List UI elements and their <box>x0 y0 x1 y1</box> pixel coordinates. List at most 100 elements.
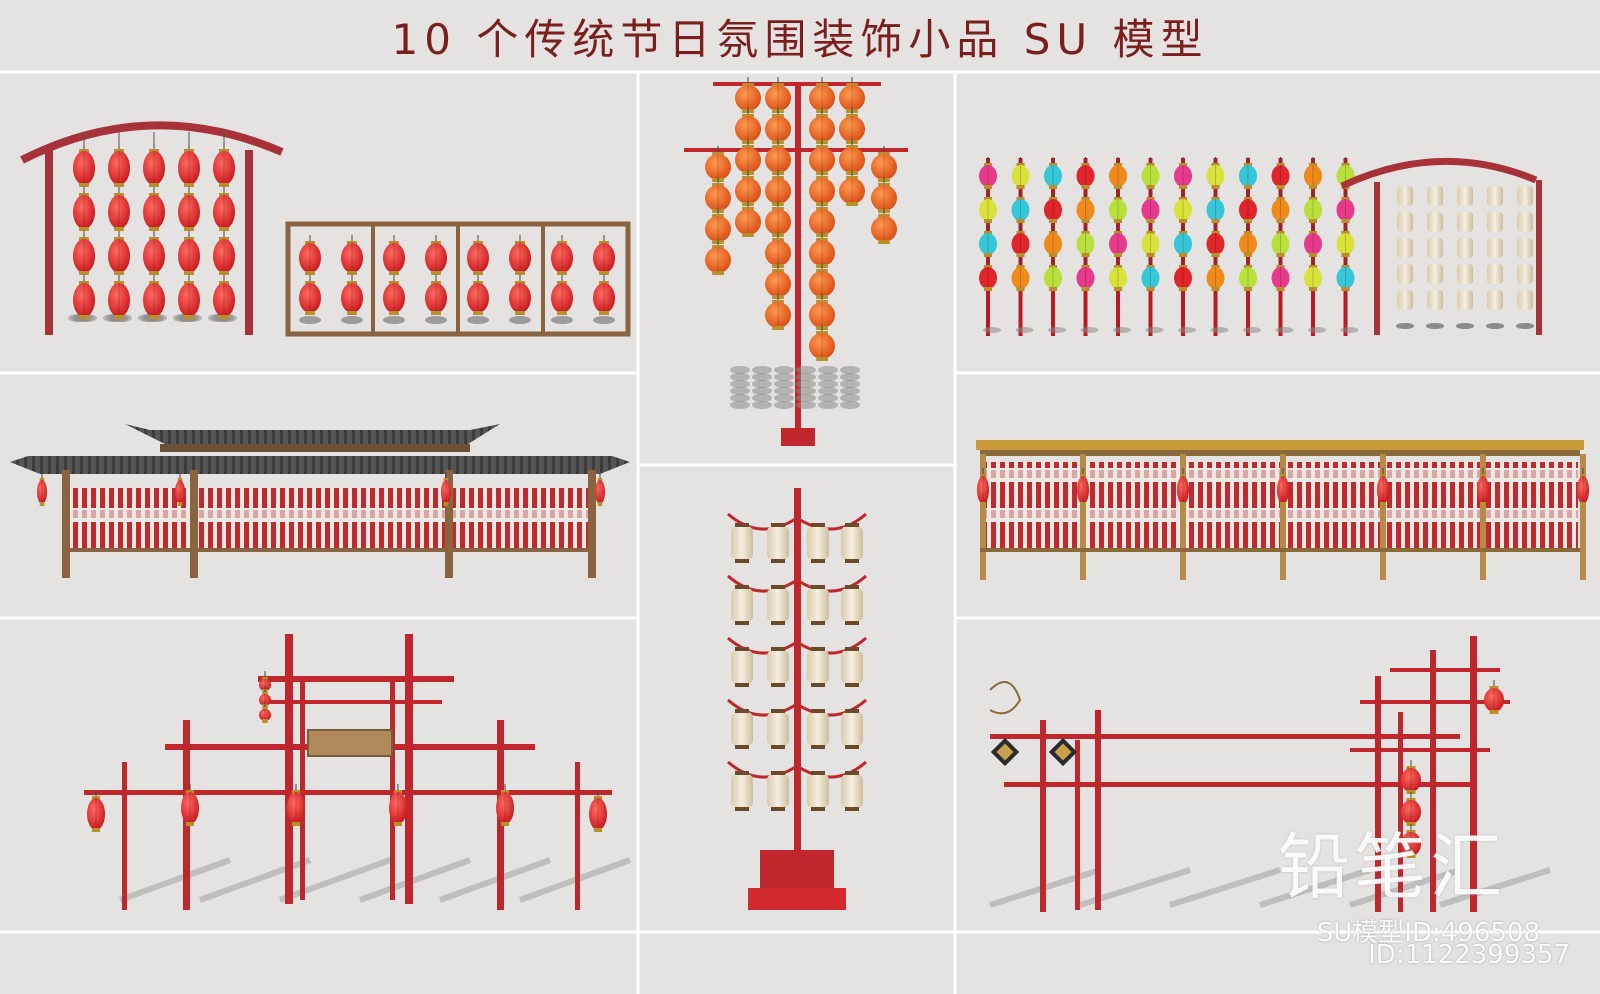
red-lantern-icon <box>73 275 95 319</box>
red-lantern-icon <box>1177 468 1189 506</box>
red-lantern-icon <box>73 231 95 275</box>
orange-lantern-icon <box>809 139 835 175</box>
shadow <box>118 857 232 903</box>
gate-post <box>405 634 413 904</box>
red-lantern-icon <box>551 275 573 315</box>
red-lantern-icon <box>496 784 514 826</box>
colorful-lantern-icon <box>1304 225 1322 257</box>
colorful-lantern-icon <box>979 225 997 257</box>
red-lantern-icon <box>1377 468 1389 506</box>
watermark-logo: 铅笔汇 <box>1278 825 1507 909</box>
shadow <box>730 380 750 388</box>
colorful-lantern-icon <box>1239 157 1257 189</box>
colorful-lantern-icon <box>1174 259 1192 291</box>
colorful-lantern-icon <box>1011 157 1030 189</box>
palace-lantern-icon <box>807 712 829 746</box>
shadow <box>341 316 363 324</box>
shadow <box>818 394 838 402</box>
orange-lantern-icon <box>809 232 835 268</box>
shadow <box>752 366 772 374</box>
shadow <box>1426 323 1444 329</box>
palace-lantern-icon <box>731 774 753 808</box>
corridor-post <box>1430 650 1436 912</box>
colorful-lantern-icon <box>1174 191 1192 223</box>
colorful-lantern-icon <box>1044 259 1062 291</box>
watermark-model-id: SU模型ID:496508 <box>1316 918 1540 948</box>
red-lantern-icon <box>181 784 199 826</box>
orange-lantern-icon <box>809 263 835 299</box>
branch-left <box>727 636 798 655</box>
cream-lantern-icon <box>1427 290 1443 310</box>
shadow <box>1308 327 1326 333</box>
orange-lantern-tree <box>684 77 908 446</box>
palace-lantern-icon <box>731 526 753 560</box>
cream-lantern-icon <box>1457 290 1473 310</box>
red-lantern-icon <box>108 275 130 319</box>
colorful-lantern-icon <box>1271 157 1290 189</box>
shadow <box>438 857 552 903</box>
red-lantern-icon <box>551 235 573 275</box>
shadow <box>840 366 860 374</box>
shadow <box>1210 327 1229 333</box>
tree-trunk <box>795 84 801 439</box>
shadow <box>299 316 321 324</box>
hanging-sign-icon <box>990 737 1020 767</box>
orange-lantern-icon <box>809 108 835 144</box>
red-lantern-icon <box>1401 760 1421 794</box>
frame-divider <box>371 224 375 334</box>
orange-lantern-icon <box>735 170 761 206</box>
shadow <box>840 373 860 381</box>
red-lantern-icon <box>287 784 305 826</box>
orange-lantern-icon <box>839 108 865 144</box>
red-lantern-icon <box>467 235 489 275</box>
colorful-lantern-icon <box>1141 191 1160 223</box>
branch-left <box>727 574 798 593</box>
red-lantern-icon <box>425 275 447 315</box>
frame-divider <box>541 224 545 334</box>
shadow <box>730 366 750 374</box>
wall-post <box>1180 454 1186 580</box>
red-lantern-icon <box>87 790 105 832</box>
corridor-post <box>1075 740 1080 910</box>
palace-lantern-icon <box>841 526 863 560</box>
shadow <box>818 373 838 381</box>
colorful-lantern-icon <box>1304 157 1322 189</box>
corridor-beam <box>990 734 1460 739</box>
orange-lantern-icon <box>765 108 791 144</box>
cream-lantern-icon <box>1487 238 1503 258</box>
orange-lantern-icon <box>705 208 731 244</box>
cream-lantern-icon <box>1487 212 1503 232</box>
shadow <box>1456 323 1474 329</box>
wall-bottom-rail <box>980 548 1580 552</box>
wall-post <box>1380 454 1386 580</box>
shadow <box>1169 867 1281 908</box>
wall-top-rail <box>980 450 1580 456</box>
page-title: 10 个传统节日氛围装饰小品 SU 模型 <box>391 15 1209 64</box>
orange-lantern-icon <box>705 239 731 275</box>
red-lantern-icon <box>1277 468 1289 506</box>
branch-decoration <box>989 681 1022 715</box>
orange-lantern-icon <box>735 139 761 175</box>
palace-lantern-icon <box>731 712 753 746</box>
colorful-lantern-icon <box>1239 191 1257 223</box>
red-lantern-icon <box>1484 680 1504 714</box>
shadow <box>425 316 447 324</box>
shadow <box>840 401 860 409</box>
red-lantern-icon <box>143 187 165 231</box>
shadow <box>796 387 816 395</box>
arch-post-left <box>45 150 53 335</box>
gate-post <box>575 762 580 910</box>
arch-post-right <box>1536 180 1542 335</box>
shadow <box>1113 327 1131 333</box>
frame-divider <box>456 224 460 334</box>
colorful-lantern-icon <box>1336 225 1355 257</box>
cream-lantern-icon <box>1487 264 1503 284</box>
colorful-lantern-icon <box>1239 225 1257 257</box>
main-roof-beam <box>160 444 470 452</box>
palace-lantern-icon <box>807 588 829 622</box>
shadow <box>1486 323 1504 329</box>
shadow <box>796 401 816 409</box>
shadow <box>593 316 615 324</box>
palace-lantern-icon <box>731 650 753 684</box>
shadow <box>796 373 816 381</box>
